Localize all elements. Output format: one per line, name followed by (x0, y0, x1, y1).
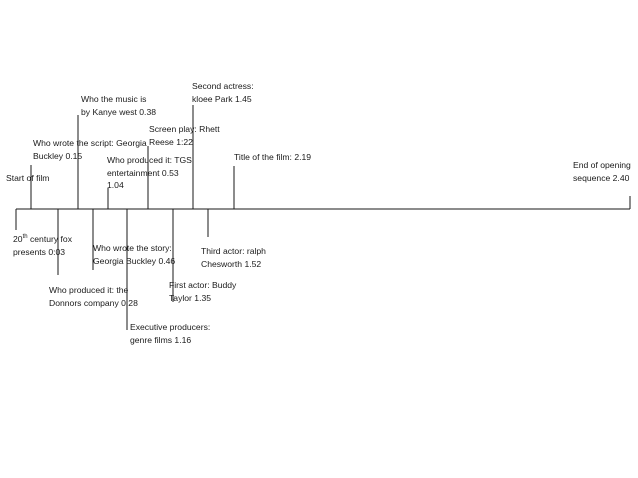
label-music: Who the music is by Kanye west 0.38 (81, 93, 156, 118)
label-line: 1.04 (107, 180, 124, 190)
label-line: Taylor 1.35 (169, 292, 212, 303)
label-line: Executive producers: (130, 322, 211, 332)
label-line: Who produced it: the (49, 285, 129, 295)
label-line: Title of the film: 2.19 (234, 152, 312, 162)
label-line: Third actor: ralph (201, 246, 266, 256)
label-line: entertainment 0.53 (107, 167, 179, 178)
label-line: Reese 1:22 (149, 136, 193, 147)
label-20th-century-fox: 20th century fox presents 0:03 (13, 233, 72, 258)
label-line: genre films 1.16 (130, 334, 192, 345)
label-line: presents 0:03 (13, 246, 66, 257)
label-title-of-film: Title of the film: 2.19 (234, 151, 311, 164)
label-line: Who wrote the story: (93, 243, 172, 253)
label-end-of-opening: End of opening sequence 2.40 (573, 159, 631, 184)
label-line: 20th century fox (13, 234, 72, 244)
label-line: by Kanye west 0.38 (81, 106, 157, 117)
label-line: End of opening (573, 160, 631, 170)
label-line: First actor: Buddy (169, 280, 237, 290)
label-story: Who wrote the story: Georgia Buckley 0.4… (93, 242, 175, 267)
label-line: Georgia Buckley 0.46 (93, 255, 176, 266)
label-first-actor: First actor: Buddy Taylor 1.35 (169, 279, 236, 304)
label-donnors-company: Who produced it: the Donnors company 0.2… (49, 284, 138, 309)
label-screen-play: Screen play: Rhett Reese 1:22 (149, 123, 220, 148)
label-line: kloee Park 1.45 (192, 93, 252, 104)
label-line: Who the music is (81, 94, 147, 104)
label-third-actor: Third actor: ralph Chesworth 1.52 (201, 245, 266, 270)
label-script: Who wrote the script: Georgia Buckley 0.… (33, 137, 147, 162)
label-line: Buckley 0.15 (33, 150, 83, 161)
label-executive-producers: Executive producers: genre films 1.16 (130, 321, 210, 346)
label-start-of-film: Start of film (6, 172, 49, 185)
label-line-with-superscript: 20th century fox (13, 233, 72, 246)
label-line: Who produced it: TGS (107, 155, 192, 165)
label-tgs-entertainment: Who produced it: TGS entertainment 0.53 … (107, 154, 192, 192)
label-line: Second actress: (192, 81, 254, 91)
label-second-actress: Second actress: kloee Park 1.45 (192, 80, 254, 105)
label-line: sequence 2.40 (573, 172, 630, 183)
ordinal-superscript: th (22, 234, 28, 241)
label-line: Donnors company 0.28 (49, 297, 138, 308)
label-line: Start of film (6, 173, 50, 183)
label-line: Chesworth 1.52 (201, 258, 262, 269)
label-line: Screen play: Rhett (149, 124, 220, 134)
label-line: Who wrote the script: Georgia (33, 138, 147, 148)
